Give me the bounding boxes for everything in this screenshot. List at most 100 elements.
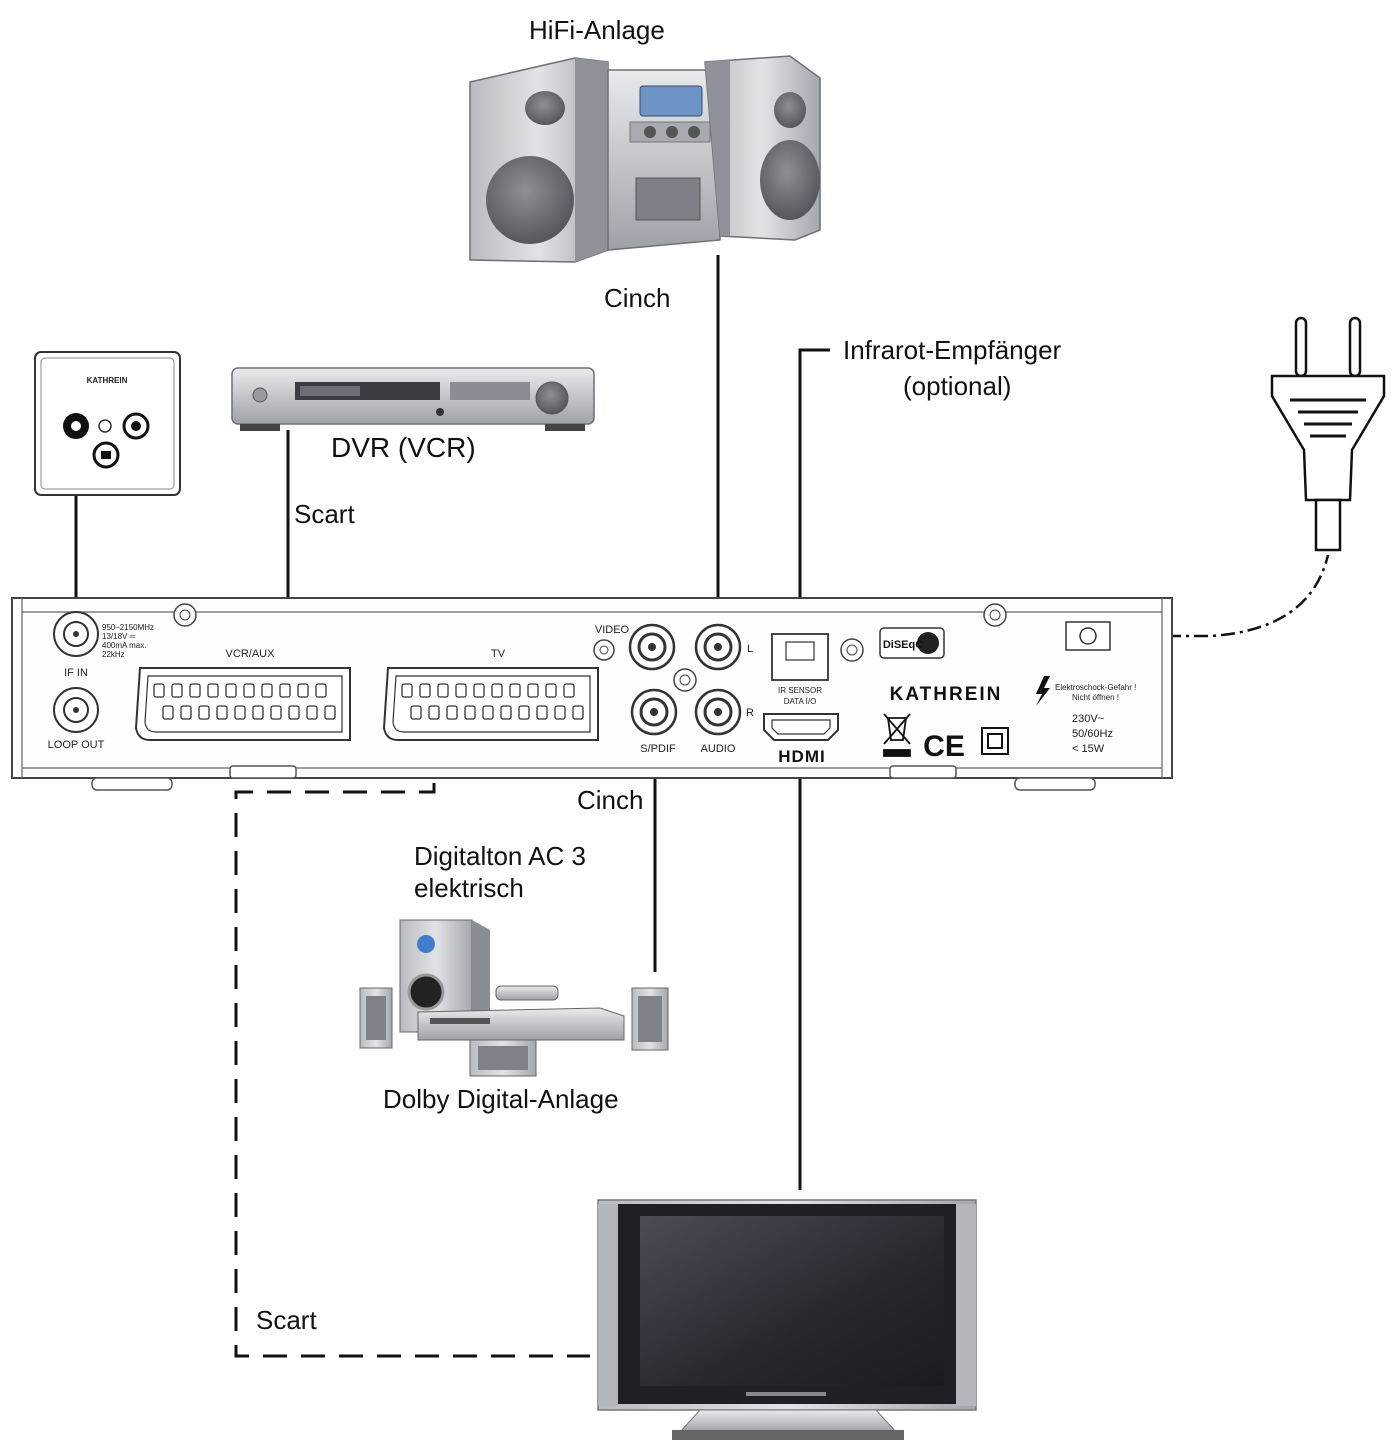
power-cable-dashed bbox=[1086, 554, 1330, 638]
scart-pin bbox=[198, 705, 210, 720]
audio-r-label: R bbox=[746, 707, 754, 719]
scart-pin bbox=[509, 683, 521, 698]
scart-pin bbox=[288, 705, 300, 720]
hifi-right-woofer bbox=[760, 140, 820, 220]
ir-sensor-cable bbox=[798, 348, 830, 657]
digital-audio-label-line2: elektrisch bbox=[414, 873, 524, 903]
diseqc-logo: DiSEqC bbox=[883, 639, 923, 651]
scart-pin bbox=[455, 683, 467, 698]
loop-out-label: LOOP OUT bbox=[48, 739, 105, 751]
if-spec-4: 22kHz bbox=[102, 650, 125, 659]
scart-pin bbox=[482, 705, 494, 720]
wall-socket-brand: KATHREIN bbox=[87, 376, 128, 385]
tv-scart-cable-dashed bbox=[234, 745, 590, 1358]
lightning-icon bbox=[1036, 676, 1050, 706]
power-line-2: 50/60Hz bbox=[1072, 728, 1113, 740]
audio-l-label: L bbox=[747, 643, 753, 655]
if-spec-3: 400mA max. bbox=[102, 641, 146, 650]
hdmi-logo: HDMI bbox=[778, 747, 825, 766]
scart-bottom-label: Scart bbox=[256, 1305, 317, 1335]
scart-pin bbox=[527, 683, 539, 698]
if-in-label: IF IN bbox=[64, 667, 88, 679]
spdif-label: S/PDIF bbox=[640, 743, 676, 755]
scart-pin bbox=[162, 705, 174, 720]
scart-pin bbox=[401, 683, 413, 698]
scart-pin bbox=[207, 683, 219, 698]
scart-pin bbox=[315, 683, 327, 698]
warning-line-1: Elektroschock-Gefahr ! bbox=[1055, 683, 1136, 692]
dvr-label: DVR (VCR) bbox=[331, 432, 476, 463]
power-inlet bbox=[1065, 621, 1111, 651]
scart-pin bbox=[171, 683, 183, 698]
scart-pin bbox=[297, 683, 309, 698]
scart-pin bbox=[153, 683, 165, 698]
power-plug bbox=[1270, 316, 1386, 552]
weee-bin-icon bbox=[883, 713, 911, 757]
hifi-right-tweeter bbox=[774, 92, 806, 128]
scart-pin bbox=[419, 683, 431, 698]
scart-top-label: Scart bbox=[294, 499, 355, 529]
if-spec-1: 950–2150MHz bbox=[102, 623, 154, 632]
hifi-system bbox=[469, 55, 821, 263]
vcr-aux-label: VCR/AUX bbox=[226, 648, 276, 660]
flatscreen-tv bbox=[597, 1199, 977, 1440]
audio-label: AUDIO bbox=[701, 743, 736, 755]
hifi-left-woofer bbox=[486, 156, 574, 244]
ir-sensor-label-2: DATA I/O bbox=[784, 697, 817, 706]
dvr-device bbox=[231, 367, 595, 431]
scart-pin bbox=[279, 683, 291, 698]
double-insulation-icon bbox=[981, 727, 1009, 755]
scart-pin bbox=[446, 705, 458, 720]
tv-screen bbox=[640, 1216, 944, 1386]
video-label: VIDEO bbox=[595, 624, 630, 636]
scart-pin bbox=[428, 705, 440, 720]
warning-line-2: Nicht öffnen ! bbox=[1072, 693, 1119, 702]
scart-pin bbox=[500, 705, 512, 720]
scart-pin bbox=[324, 705, 336, 720]
receiver-brand: KATHREIN bbox=[890, 684, 1003, 705]
scart-pin bbox=[189, 683, 201, 698]
hifi-left-tweeter bbox=[525, 91, 565, 125]
tv-scart-label: TV bbox=[491, 648, 506, 660]
scart-pin bbox=[563, 683, 575, 698]
hifi-display bbox=[639, 85, 703, 117]
dolby-digital-system bbox=[359, 919, 669, 1077]
hifi-label: HiFi-Anlage bbox=[529, 15, 665, 45]
scart-pin bbox=[225, 683, 237, 698]
antenna-wall-socket: KATHREIN bbox=[34, 351, 181, 496]
cinch-top-label: Cinch bbox=[604, 283, 671, 313]
scart-pin bbox=[464, 705, 476, 720]
receiver-back-panel: 950–2150MHz 13/18V ═ 400mA max. 22kHz IF… bbox=[11, 597, 1173, 791]
scart-pin bbox=[572, 705, 584, 720]
scart-pin bbox=[261, 683, 273, 698]
cinch-bottom-label: Cinch bbox=[577, 785, 644, 815]
scart-pin bbox=[216, 705, 228, 720]
scart-pin bbox=[180, 705, 192, 720]
tv-scart-port bbox=[382, 667, 599, 741]
scart-pin bbox=[554, 705, 566, 720]
scart-pin bbox=[518, 705, 530, 720]
scart-pin bbox=[410, 705, 422, 720]
vcr-aux-scart-port bbox=[134, 667, 351, 741]
ir-sensor-port bbox=[771, 633, 829, 681]
scart-pin bbox=[545, 683, 557, 698]
scart-pin bbox=[234, 705, 246, 720]
digital-audio-label-line1: Digitalton AC 3 bbox=[414, 841, 586, 871]
scart-pin bbox=[252, 705, 264, 720]
power-line-3: < 15W bbox=[1072, 743, 1105, 755]
scart-pin bbox=[437, 683, 449, 698]
scart-pin bbox=[536, 705, 548, 720]
ir-receiver-label-line2: (optional) bbox=[903, 371, 1012, 401]
ir-receiver-label-line1: Infrarot-Empfänger bbox=[843, 335, 1062, 365]
dolby-label: Dolby Digital-Anlage bbox=[383, 1084, 619, 1114]
ce-mark: CE bbox=[923, 730, 965, 763]
scart-pin bbox=[270, 705, 282, 720]
scart-pin bbox=[306, 705, 318, 720]
hdmi-port bbox=[763, 713, 839, 741]
ir-sensor-label-1: IR SENSOR bbox=[778, 686, 822, 695]
if-spec-2: 13/18V ═ bbox=[102, 632, 136, 641]
scart-pin bbox=[243, 683, 255, 698]
power-line-1: 230V~ bbox=[1072, 713, 1104, 725]
scart-pin bbox=[491, 683, 503, 698]
